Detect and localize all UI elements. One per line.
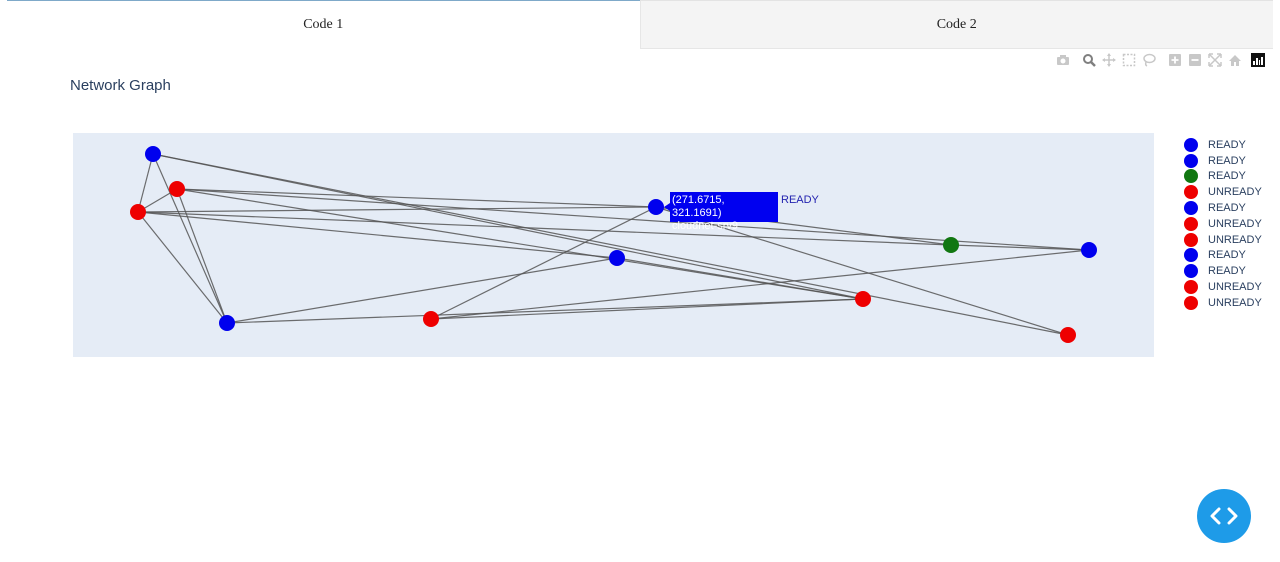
- legend-item[interactable]: READY: [1184, 263, 1262, 279]
- legend-marker-icon: [1184, 264, 1198, 279]
- graph-edge: [137, 211, 952, 246]
- graph-edge: [655, 206, 1069, 336]
- legend-label: UNREADY: [1208, 281, 1262, 294]
- tab-code-2[interactable]: Code 2: [639, 0, 1273, 49]
- graph-edge: [137, 206, 657, 213]
- lasso-select-icon[interactable]: [1139, 52, 1159, 68]
- graph-edge: [176, 188, 864, 300]
- legend-item[interactable]: READY: [1184, 153, 1262, 169]
- hover-coords: (271.6715, 321.1691): [672, 194, 725, 219]
- pan-icon[interactable]: [1099, 52, 1119, 68]
- legend-item[interactable]: UNREADY: [1184, 216, 1262, 232]
- graph-node[interactable]: [130, 204, 146, 220]
- legend-label: READY: [1208, 138, 1246, 151]
- legend-marker-icon: [1184, 169, 1198, 184]
- code-toggle-button[interactable]: [1197, 489, 1251, 543]
- hover-node-name: cloudnet-srv9: [672, 220, 739, 232]
- legend-marker-icon: [1184, 137, 1198, 152]
- camera-icon[interactable]: [1053, 52, 1073, 68]
- legend-marker-icon: [1184, 248, 1198, 263]
- graph-node[interactable]: [1060, 327, 1076, 343]
- legend-label: READY: [1208, 202, 1246, 215]
- legend-item[interactable]: UNREADY: [1184, 279, 1262, 295]
- legend-label: UNREADY: [1208, 296, 1262, 309]
- graph-node[interactable]: [169, 181, 185, 197]
- graph-edge: [137, 153, 154, 213]
- graph-edge: [226, 257, 618, 324]
- zoom-in-icon[interactable]: [1165, 52, 1185, 68]
- graph-edges: [137, 153, 1090, 336]
- legend-item[interactable]: UNREADY: [1184, 295, 1262, 311]
- tab-bar: Code 1 Code 2: [7, 0, 1273, 49]
- graph-node[interactable]: [609, 250, 625, 266]
- legend-item[interactable]: UNREADY: [1184, 232, 1262, 248]
- graph-node[interactable]: [855, 291, 871, 307]
- legend-marker-icon: [1184, 185, 1198, 200]
- hover-trace-name: READY: [781, 194, 819, 206]
- graph-edge: [137, 211, 228, 324]
- hover-pointer: [664, 203, 670, 211]
- graph-edge: [950, 244, 1090, 251]
- legend-marker-icon: [1184, 153, 1198, 168]
- plotly-logo-icon[interactable]: [1251, 53, 1265, 67]
- legend-label: UNREADY: [1208, 186, 1262, 199]
- graph-edge: [430, 298, 864, 320]
- zoom-icon[interactable]: [1079, 52, 1099, 68]
- legend-label: READY: [1208, 154, 1246, 167]
- legend-marker-icon: [1184, 232, 1198, 247]
- graph-edge: [137, 211, 618, 259]
- hover-tooltip: (271.6715, 321.1691) cloudnet-srv9: [670, 192, 778, 232]
- graph-edge: [616, 257, 864, 300]
- zoom-out-icon[interactable]: [1185, 52, 1205, 68]
- legend-item[interactable]: READY: [1184, 248, 1262, 264]
- legend-label: READY: [1208, 170, 1246, 183]
- legend-item[interactable]: READY: [1184, 169, 1262, 185]
- graph-edge: [430, 206, 657, 320]
- legend: READY READY READY UNREADY READY UNREADY UNREAD…: [1184, 137, 1262, 311]
- graph-edge: [152, 153, 1069, 336]
- graph-node[interactable]: [943, 237, 959, 253]
- graph-node[interactable]: [648, 199, 664, 215]
- graph-node[interactable]: [1081, 242, 1097, 258]
- graph-edge: [226, 298, 864, 324]
- code-brackets-icon: [1210, 507, 1238, 525]
- legend-label: READY: [1208, 265, 1246, 278]
- graph-edge: [176, 188, 1090, 251]
- legend-label: UNREADY: [1208, 217, 1262, 230]
- graph-edge: [152, 153, 228, 324]
- reset-axes-icon[interactable]: [1225, 52, 1245, 68]
- legend-marker-icon: [1184, 216, 1198, 231]
- box-select-icon[interactable]: [1119, 52, 1139, 68]
- legend-marker-icon: [1184, 295, 1198, 310]
- graph-edge: [176, 188, 657, 208]
- plot-title: Network Graph: [70, 77, 171, 94]
- legend-label: UNREADY: [1208, 233, 1262, 246]
- legend-item[interactable]: READY: [1184, 200, 1262, 216]
- graph-node[interactable]: [145, 146, 161, 162]
- legend-item[interactable]: UNREADY: [1184, 184, 1262, 200]
- autoscale-icon[interactable]: [1205, 52, 1225, 68]
- legend-marker-icon: [1184, 280, 1198, 295]
- graph-nodes: [130, 146, 1097, 343]
- legend-item[interactable]: READY: [1184, 137, 1262, 153]
- tab-code-1[interactable]: Code 1: [7, 0, 640, 49]
- plot-modebar: [1053, 52, 1265, 68]
- legend-label: READY: [1208, 249, 1246, 262]
- graph-node[interactable]: [219, 315, 235, 331]
- graph-edge: [430, 249, 1090, 320]
- legend-marker-icon: [1184, 201, 1198, 216]
- graph-node[interactable]: [423, 311, 439, 327]
